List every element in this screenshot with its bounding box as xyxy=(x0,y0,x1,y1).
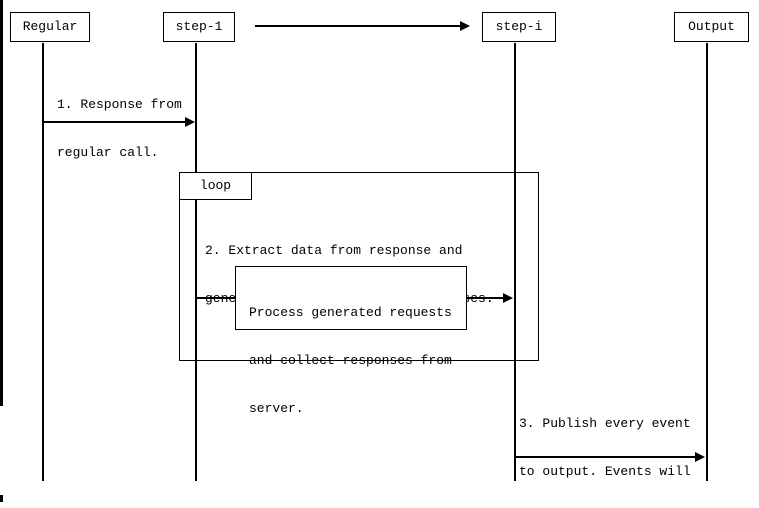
process-line-2: and collect responses from xyxy=(249,353,452,368)
lifeline-step-1 xyxy=(195,43,197,481)
participant-regular-label: Regular xyxy=(22,19,78,34)
lifeline-output xyxy=(706,43,708,481)
participant-output: Output xyxy=(674,12,749,42)
left-border-stub xyxy=(0,495,3,502)
message-3-line-1: 3. Publish every event xyxy=(519,416,691,431)
participant-regular: Regular xyxy=(10,12,90,42)
loop-label: loop xyxy=(199,178,232,193)
left-border-line xyxy=(0,0,3,406)
process-connector-line xyxy=(196,297,235,299)
participant-step-1: step-1 xyxy=(163,12,235,42)
message-3-line-2: to output. Events will xyxy=(519,464,691,479)
message-1-line-1: 1. Response from xyxy=(57,97,182,112)
process-arrow-head-icon xyxy=(503,293,513,303)
participant-step-i: step-i xyxy=(482,12,556,42)
message-3-arrow-shaft xyxy=(515,456,695,458)
message-1-line-2: regular call. xyxy=(57,145,159,160)
process-box: Process generated requests and collect r… xyxy=(235,266,467,416)
participant-step-1-label: step-1 xyxy=(175,19,223,34)
message-1-arrow-head-icon xyxy=(185,117,195,127)
process-line-3: server. xyxy=(249,401,304,416)
process-line-1: Process generated requests xyxy=(249,305,452,320)
message-1-text: 1. Response from regular call. xyxy=(57,65,182,193)
chain-arrow-head-icon xyxy=(460,21,470,31)
loop-frame xyxy=(179,172,539,361)
message-3-text: 3. Publish every event to output. Events… xyxy=(519,384,698,508)
message-3-arrow-head-icon xyxy=(695,452,705,462)
loop-label-box: loop xyxy=(179,172,252,200)
lifeline-step-i xyxy=(514,43,516,481)
message-2-line-1: 2. Extract data from response and xyxy=(205,243,463,258)
lifeline-regular xyxy=(42,43,44,481)
process-arrow-shaft xyxy=(467,297,503,299)
participant-step-i-label: step-i xyxy=(495,19,543,34)
message-1-arrow-shaft xyxy=(42,121,185,123)
participant-output-label: Output xyxy=(688,19,735,34)
chain-arrow-shaft xyxy=(255,25,460,27)
